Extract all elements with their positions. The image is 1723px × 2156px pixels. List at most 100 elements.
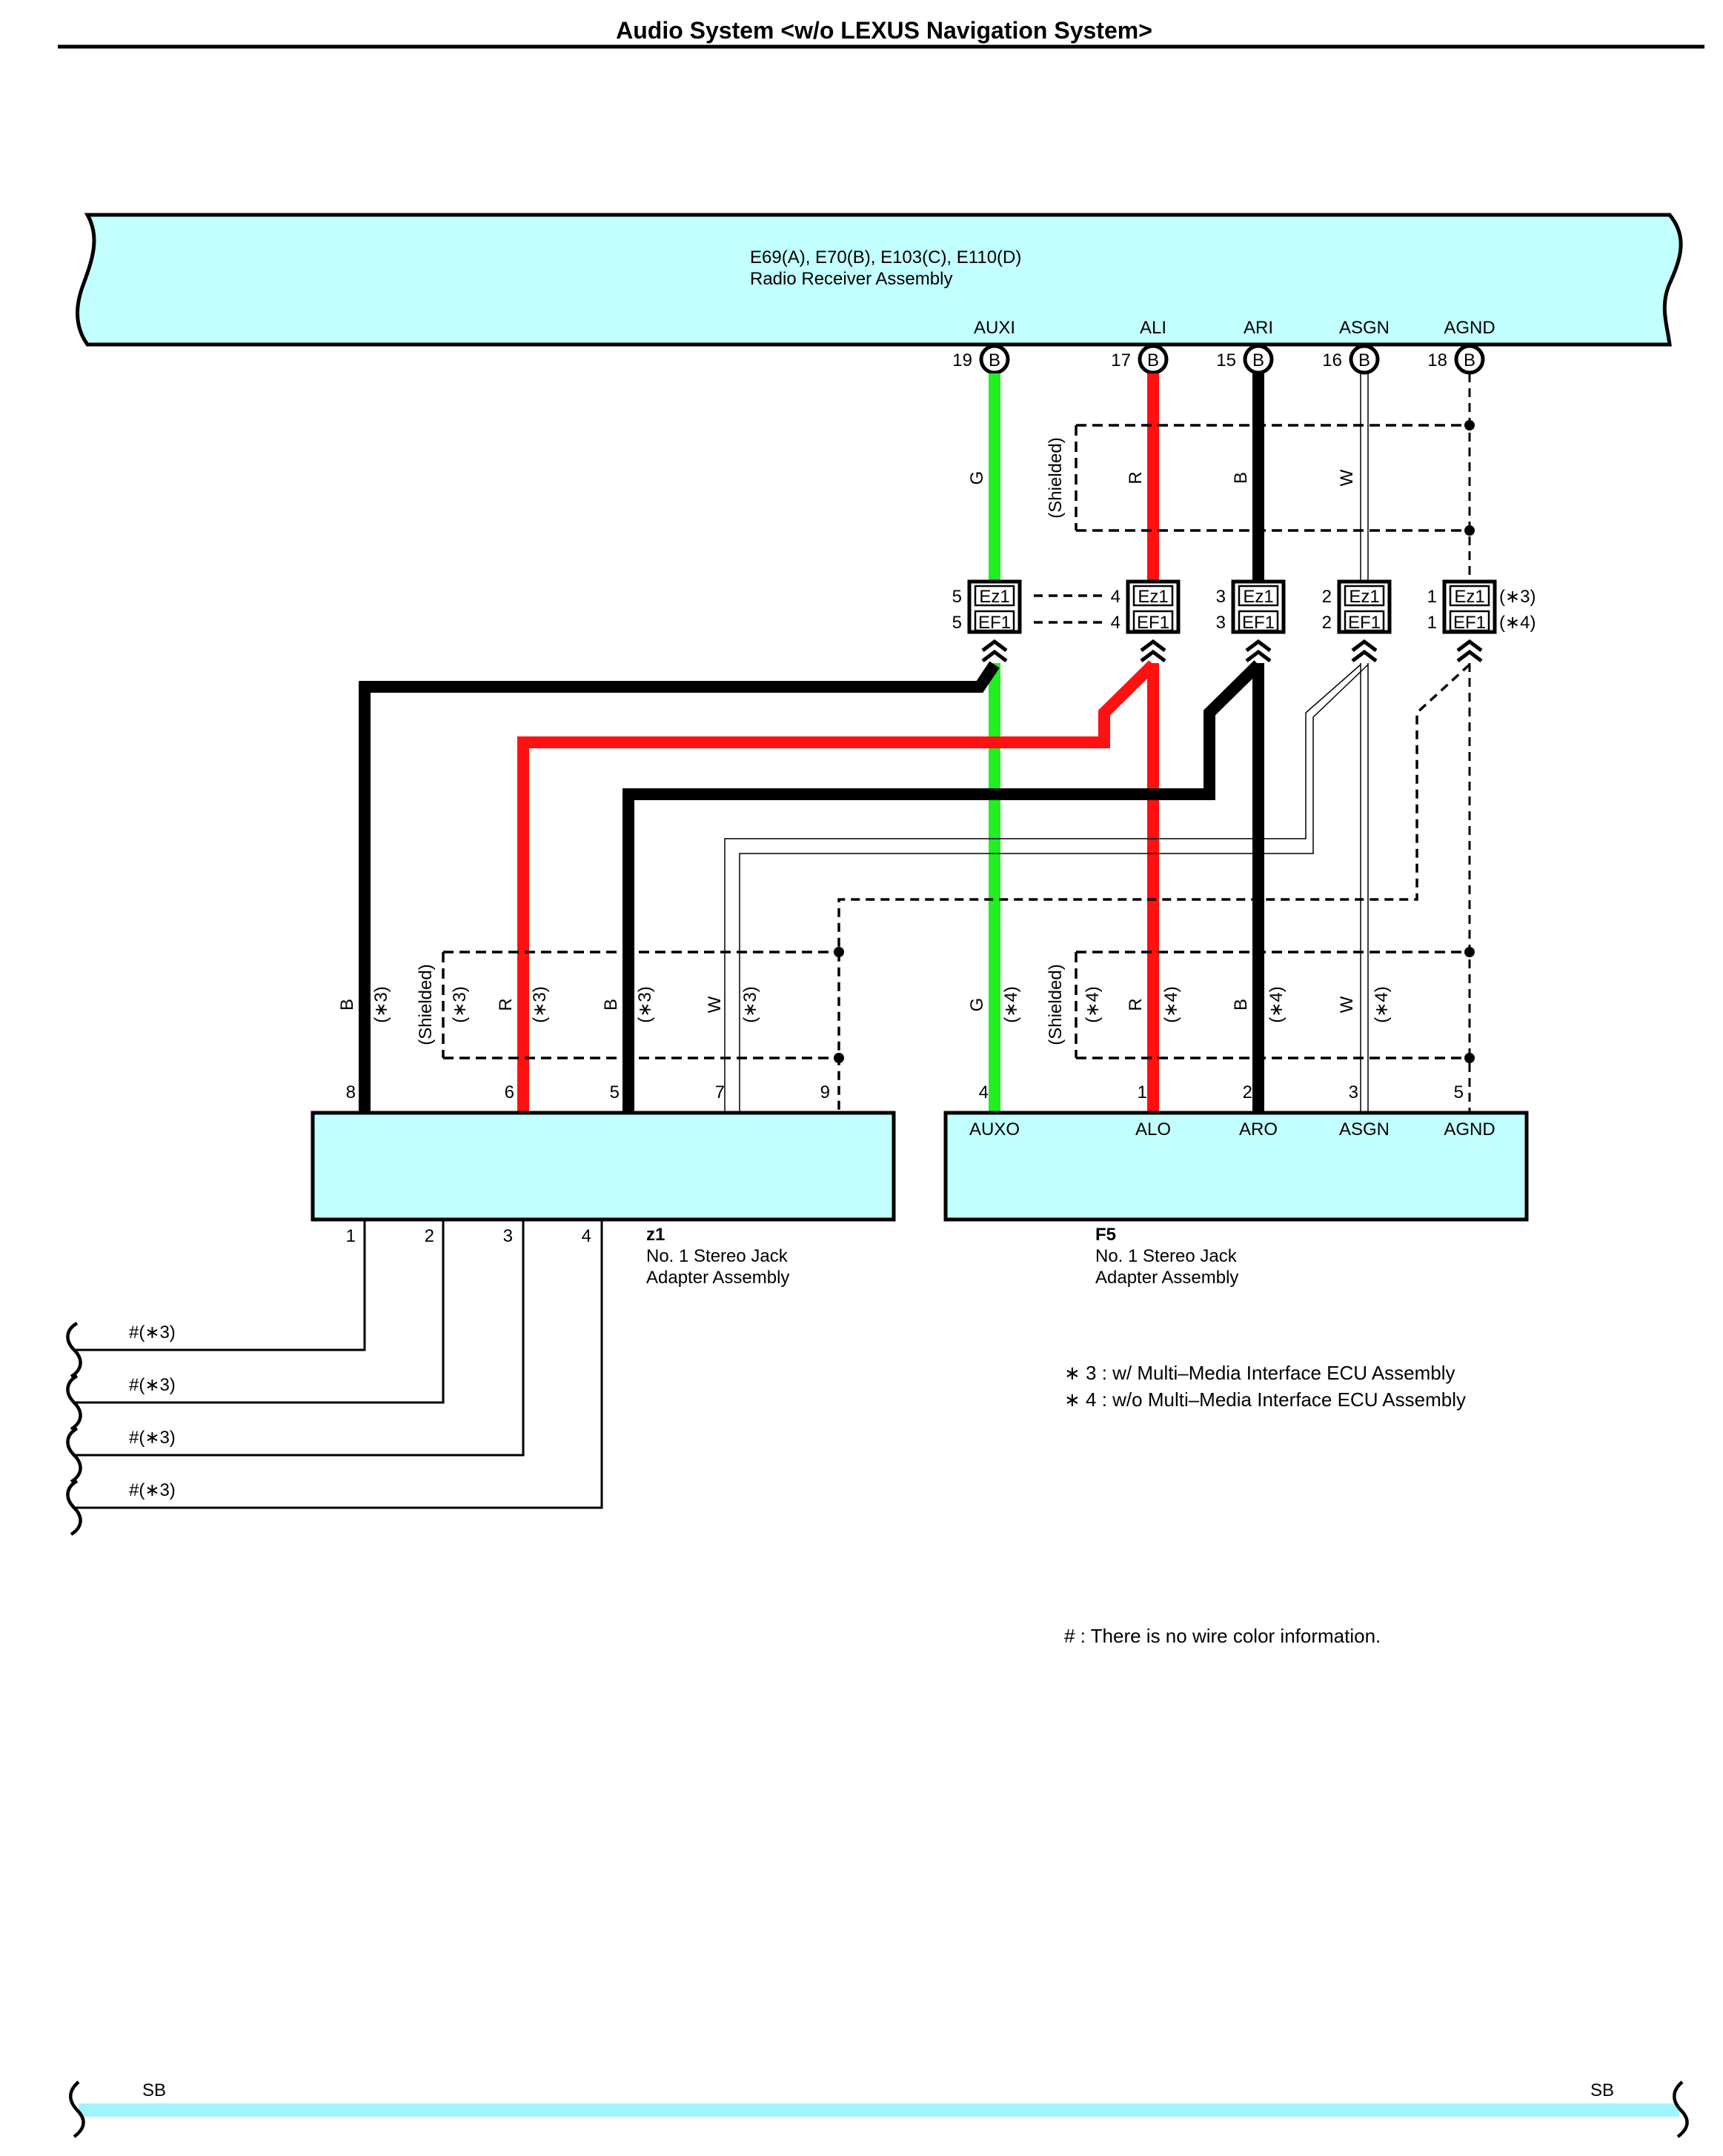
no-color-wire-label-1: #(∗3): [129, 1322, 176, 1342]
f5-name-line2: Adapter Assembly: [1095, 1268, 1238, 1288]
f5-code: F5: [1095, 1225, 1116, 1245]
junction-bottom-pin: 2: [1322, 613, 1332, 633]
junction-top-label: Ez1: [1349, 587, 1379, 607]
f5-terminal-alo: ALO: [1135, 1119, 1171, 1139]
f5-pin-4: 4: [979, 1082, 989, 1102]
connector-circle: [1454, 344, 1485, 375]
pin-number: 18: [1427, 350, 1447, 370]
wire-asgn-upper: [1360, 373, 1369, 582]
left-shield: [442, 947, 844, 1063]
radio-terminal-auxi: AUXI 19 B: [952, 318, 1015, 375]
left-shield-label: (Shielded): [416, 964, 436, 1045]
left-wire-color-pin8: B: [337, 999, 357, 1011]
terminal-name: ASGN: [1339, 318, 1390, 338]
junction-bottom-label: EF1: [1137, 613, 1169, 633]
junction-top-label: Ez1: [1138, 587, 1168, 607]
z1-pin-5: 5: [610, 1082, 620, 1102]
f5-terminal-asgn: ASGN: [1339, 1119, 1390, 1139]
left-wire-color-pin7: W: [705, 996, 725, 1013]
junction-top-pin: 4: [1111, 587, 1121, 607]
z1-code: z1: [646, 1225, 665, 1245]
wire-break-marks: [66, 1322, 82, 1536]
f5-pin-3: 3: [1349, 1082, 1358, 1102]
junction-top-pin: 5: [952, 587, 962, 607]
left-wire-note-pin8: (∗3): [371, 986, 391, 1022]
right-wire-note-alo: (∗4): [1161, 986, 1181, 1022]
junction-bottom-label: EF1: [1348, 613, 1381, 633]
right-wire-note-auxo: (∗4): [1001, 986, 1021, 1022]
z1-stereo-jack-adapter: 8 6 5 7 9 1 2 3 4 z1 No. 1 Stereo Jack A…: [311, 1082, 896, 1288]
z1-pin-4: 4: [582, 1226, 591, 1246]
junction-top-label: Ez1: [1454, 587, 1484, 607]
connector-circle: [1349, 344, 1380, 375]
connector-circle: [1138, 344, 1169, 375]
connector-letter: B: [989, 350, 1000, 370]
left-wire-note-pin7: (∗3): [740, 986, 760, 1022]
connector-letter: B: [1147, 350, 1159, 370]
pin-number: 19: [952, 350, 972, 370]
connector-circle: [979, 344, 1010, 375]
no-color-wire-label-2: #(∗3): [129, 1375, 176, 1395]
junction-note-bottom: (∗4): [1499, 613, 1536, 633]
radio-receiver-connector: E69(A), E70(B), E103(C), E110(D): [750, 247, 1021, 267]
junction-bottom-label: EF1: [1242, 613, 1275, 633]
upper-wire-color-r: R: [1126, 471, 1146, 484]
footer-band: [69, 2080, 1689, 2138]
z1-pin-1: 1: [346, 1226, 356, 1246]
pin-number: 15: [1216, 350, 1236, 370]
wire-z1-pin9: [837, 663, 1471, 1113]
junction-note-top: (∗3): [1499, 587, 1536, 607]
radio-receiver-body: [76, 213, 1683, 347]
connector-circle: [1243, 344, 1274, 375]
f5-pin-1: 1: [1138, 1082, 1147, 1102]
junction-connector-5: Ez1 EF1 1 1 (∗3) (∗4): [1427, 579, 1536, 634]
wire-asgn-lower: [1360, 663, 1369, 1113]
upper-wire-color-w: W: [1337, 469, 1357, 486]
z1-name-line1: No. 1 Stereo Jack: [646, 1246, 789, 1266]
z1-pin-3: 3: [503, 1226, 513, 1246]
z1-pin-6: 6: [505, 1082, 514, 1102]
left-wire-note-shield: (∗3): [450, 986, 470, 1022]
junction-top-pin: 3: [1216, 587, 1226, 607]
z1-outgoing-wires: [76, 1220, 603, 1509]
left-wire-color-pin5: B: [601, 999, 621, 1011]
pin-number: 17: [1111, 350, 1131, 370]
no-color-wire-label-4: #(∗3): [129, 1480, 176, 1500]
terminal-name: AUXI: [974, 318, 1015, 338]
junction-connector-2: Ez1 EF1 4 4: [1111, 579, 1181, 634]
radio-terminal-ali: ALI 17 B: [1111, 318, 1169, 375]
f5-body: [943, 1111, 1529, 1222]
f5-name-line1: No. 1 Stereo Jack: [1095, 1246, 1238, 1266]
junction-connector-3: Ez1 EF1 3 3: [1216, 579, 1286, 634]
wire-z1-pin5: [623, 660, 1263, 1113]
junction-connector-1: Ez1 EF1 5 5: [952, 579, 1022, 634]
branch-chevrons: [981, 639, 1483, 662]
left-wire-color-pin6: R: [496, 998, 516, 1011]
junction-top-pin: 2: [1322, 587, 1332, 607]
right-wire-color-auxo: G: [967, 998, 987, 1012]
right-wire-note-shield: (∗4): [1083, 986, 1103, 1022]
junction-top-pin: 1: [1427, 587, 1437, 607]
terminal-name: ARI: [1244, 318, 1273, 338]
junction-bottom-pin: 5: [952, 613, 962, 633]
radio-terminal-ari: ARI 15 B: [1216, 318, 1274, 375]
right-wire-color-alo: R: [1126, 998, 1146, 1011]
junction-top-label: Ez1: [1243, 587, 1273, 607]
radio-terminal-asgn: ASGN 16 B: [1322, 318, 1390, 375]
junction-bottom-label: EF1: [978, 613, 1011, 633]
z1-name-line2: Adapter Assembly: [646, 1268, 789, 1288]
footer-right-label: SB: [1590, 2080, 1614, 2100]
f5-stereo-jack-adapter: 4 1 2 3 5 AUXO ALO ARO ASGN AGND F5 No. …: [943, 1082, 1529, 1288]
right-wire-note-asgn: (∗4): [1372, 986, 1392, 1022]
pin-number: 16: [1322, 350, 1342, 370]
junction-bottom-pin: 3: [1216, 613, 1226, 633]
left-wire-note-pin6: (∗3): [530, 986, 550, 1022]
right-shield: [1075, 947, 1475, 1063]
z1-pin-8: 8: [346, 1082, 356, 1102]
right-wire-color-asgn: W: [1337, 996, 1357, 1013]
junction-connector-4: Ez1 EF1 2 2: [1322, 579, 1392, 634]
radio-receiver-name: Radio Receiver Assembly: [750, 269, 952, 289]
connector-letter: B: [1464, 350, 1475, 370]
upper-wire-color-b: B: [1231, 472, 1251, 484]
